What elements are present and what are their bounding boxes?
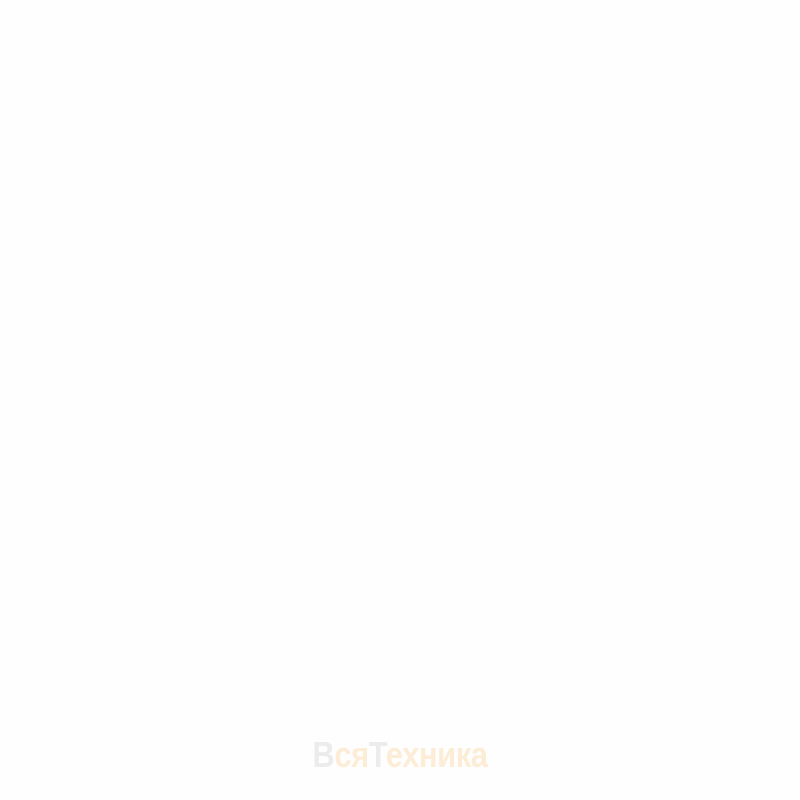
watermark-part-4: ехника [385,734,488,775]
brand-watermark-logo: ВсяТехника [56,733,744,777]
watermark-part-2: ся [334,734,369,775]
watermark-part-1: В [312,734,335,775]
watermark-part-3: Т [368,734,386,775]
